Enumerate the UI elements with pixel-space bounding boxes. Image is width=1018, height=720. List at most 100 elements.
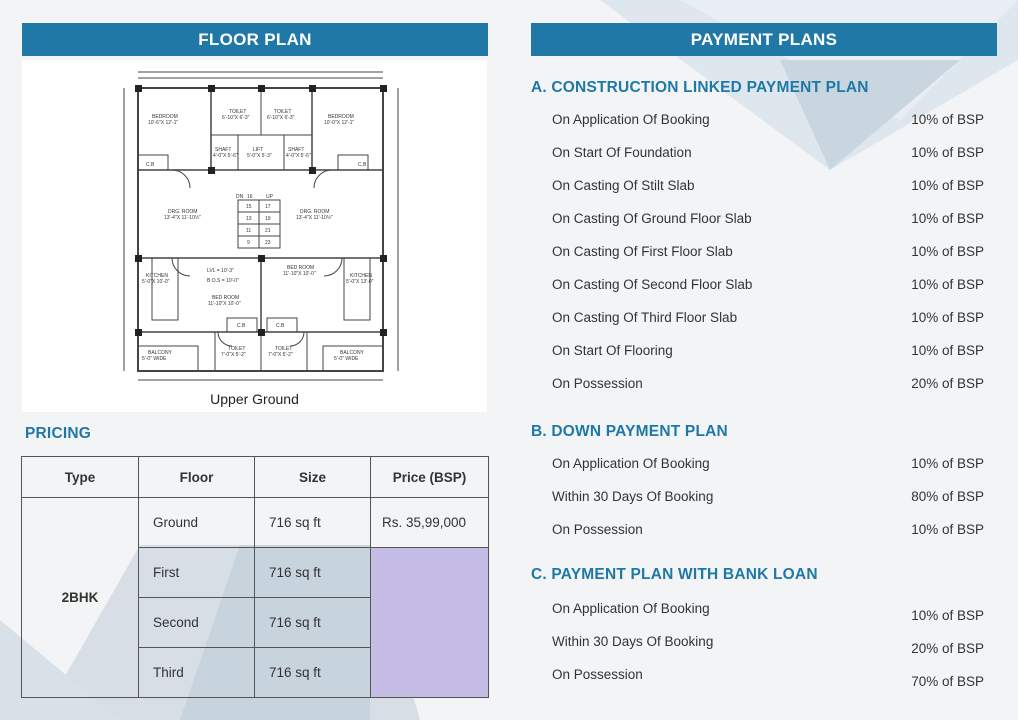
label-bed-room-right-size: 11'-10"X 10'-0"	[283, 271, 316, 277]
payment-value: 10% of BSP	[911, 112, 984, 127]
label-lift: LIFT	[253, 147, 263, 153]
size-cell: 716 sq ft	[254, 497, 371, 548]
label-toilet-top-right: TOILET	[274, 109, 291, 115]
label-toilet-top-left: TOILET	[229, 109, 246, 115]
label-kitchen-left: KITCHEN	[146, 273, 168, 279]
label-toilet-top-left-size: 6'-10"X 6'-3"	[222, 115, 250, 121]
stair-num-6: 21	[265, 228, 271, 234]
size-cell: 716 sq ft	[254, 597, 371, 648]
label-bedroom-right-size: 10'-0"X 12'-1"	[324, 120, 354, 126]
label-lift-size: 5'-0"X 5'-3"	[247, 153, 272, 159]
payment-label: On Casting Of Ground Floor Slab	[552, 211, 752, 226]
stair-num-4: 19	[265, 216, 271, 222]
label-cb-right: C.B	[358, 162, 367, 168]
payment-value: 10% of BSP	[911, 608, 984, 623]
payment-value: 10% of BSP	[911, 145, 984, 160]
payment-value: 10% of BSP	[911, 178, 984, 193]
price-highlight-cell	[370, 547, 489, 698]
label-bos: B.O.S = 10'-0"	[207, 278, 239, 284]
label-drg-room-right-size: 13'-4"X 11'-10½"	[296, 214, 333, 221]
stair-num-2: 17	[265, 204, 271, 210]
payment-value: 10% of BSP	[911, 211, 984, 226]
label-toilet-top-right-size: 6'-10"X 6'-3"	[267, 115, 295, 121]
list-item: On Start Of Foundation 10% of BSP	[552, 145, 984, 163]
size-cell: 716 sq ft	[254, 547, 371, 598]
stair-num-1: 15	[246, 204, 252, 210]
table-row: 2BHK Ground 716 sq ft Rs. 35,99,000	[21, 497, 489, 698]
label-cb-bottom-right: C.B	[276, 323, 285, 329]
label-bedroom-right: BEDROOM	[328, 114, 354, 120]
list-item: On Possession 10% of BSP	[552, 522, 984, 540]
payment-value: 20% of BSP	[911, 641, 984, 656]
floor-plan-caption: Upper Ground	[210, 391, 299, 407]
label-shaft-left: SHAFT	[215, 147, 231, 153]
list-item: On Application Of Booking 10% of BSP	[552, 112, 984, 130]
table-row: Third 716 sq ft	[22, 647, 489, 698]
payment-label: Within 30 Days Of Booking	[552, 489, 714, 504]
payment-label: On Possession	[552, 376, 643, 391]
payment-label: On Casting Of Stilt Slab	[552, 178, 695, 193]
label-shaft-left-size: 4'-0"X 5'-6"	[213, 153, 238, 159]
floor-cell: First	[138, 547, 255, 598]
floor-cell: Ground	[138, 497, 255, 548]
label-balcony-right: BALCONY	[340, 350, 365, 356]
floor-plan-drawing: BEDROOM 10'-6"X 12'-1" BEDROOM 10'-0"X 1…	[22, 60, 487, 412]
size-cell: 716 sq ft	[254, 647, 371, 698]
payment-plans-banner: PAYMENT PLANS	[531, 23, 997, 56]
payment-label: On Casting Of First Floor Slab	[552, 244, 733, 259]
list-item: On Casting Of Third Floor Slab 10% of BS…	[552, 310, 984, 328]
label-balcony-left: BALCONY	[148, 350, 173, 356]
plan-a-title: A. CONSTRUCTION LINKED PAYMENT PLAN	[531, 79, 869, 96]
floor-cell: Second	[138, 597, 255, 648]
payment-value: 10% of BSP	[911, 310, 984, 325]
plan-b-title: B. DOWN PAYMENT PLAN	[531, 423, 728, 440]
floor-plan-svg: BEDROOM 10'-6"X 12'-1" BEDROOM 10'-0"X 1…	[123, 71, 399, 381]
label-up: UP	[266, 194, 274, 200]
label-dn-num: 16	[247, 194, 253, 200]
payment-label: On Casting Of Second Floor Slab	[552, 277, 753, 292]
pricing-header-row: Type Floor Size Price (BSP)	[21, 456, 489, 498]
list-item: On Casting Of Second Floor Slab 10% of B…	[552, 277, 984, 295]
payment-label: On Possession	[552, 667, 643, 682]
payment-label: On Possession	[552, 522, 643, 537]
list-item: On Casting Of Ground Floor Slab 10% of B…	[552, 211, 984, 229]
payment-value: 10% of BSP	[911, 244, 984, 259]
payment-label: On Casting Of Third Floor Slab	[552, 310, 738, 325]
label-cb-bottom-left: C.B	[237, 323, 246, 329]
payment-label: Within 30 Days Of Booking	[552, 634, 714, 649]
payment-label: On Application Of Booking	[552, 456, 710, 471]
stair-num-7: 9	[247, 240, 250, 246]
label-balcony-right-size: 5'-0" WIDE	[334, 356, 359, 362]
list-item: On Possession 20% of BSP	[552, 376, 984, 394]
label-drg-room-right: DRG. ROOM	[300, 209, 329, 215]
price-cell: Rs. 35,99,000	[370, 497, 489, 548]
pricing-heading: PRICING	[25, 425, 91, 442]
payment-label: On Application Of Booking	[552, 112, 710, 127]
payment-value: 10% of BSP	[911, 522, 984, 537]
table-row: First 716 sq ft	[22, 547, 489, 698]
list-item: On Possession 70% of BSP	[552, 667, 984, 689]
table-row: Second 716 sq ft	[22, 597, 489, 648]
list-item: On Application Of Booking 10% of BSP	[552, 601, 984, 623]
stair-num-3: 13	[246, 216, 252, 222]
label-kitchen-left-size: 5'-0"X 10'-0"	[142, 279, 170, 285]
stair-num-5: 11	[246, 228, 251, 234]
label-toilet-bottom-left-size: 7'-0"X 5'-2"	[221, 352, 246, 358]
header-type: Type	[21, 456, 139, 498]
payment-label: On Application Of Booking	[552, 601, 710, 616]
pricing-table: Type Floor Size Price (BSP) 2BHK Ground …	[21, 456, 489, 698]
label-drg-room-left-size: 13'-4"X 11'-10½"	[164, 214, 201, 221]
payment-value: 70% of BSP	[911, 674, 984, 689]
label-bed-room-right: BED ROOM	[287, 265, 314, 271]
list-item: Within 30 Days Of Booking 20% of BSP	[552, 634, 984, 656]
payment-label: On Start Of Foundation	[552, 145, 692, 160]
label-toilet-bottom-right: TOILET	[275, 346, 292, 352]
floor-cell: Third	[138, 647, 255, 698]
payment-value: 10% of BSP	[911, 343, 984, 358]
label-bedroom-left: BEDROOM	[152, 114, 178, 120]
label-toilet-bottom-left: TOILET	[228, 346, 245, 352]
label-toilet-bottom-right-size: 7'-0"X 5'-2"	[268, 352, 293, 358]
payment-label: On Start Of Flooring	[552, 343, 673, 358]
label-bedroom-left-size: 10'-6"X 12'-1"	[148, 120, 178, 126]
label-kitchen-right: KITCHEN	[350, 273, 372, 279]
